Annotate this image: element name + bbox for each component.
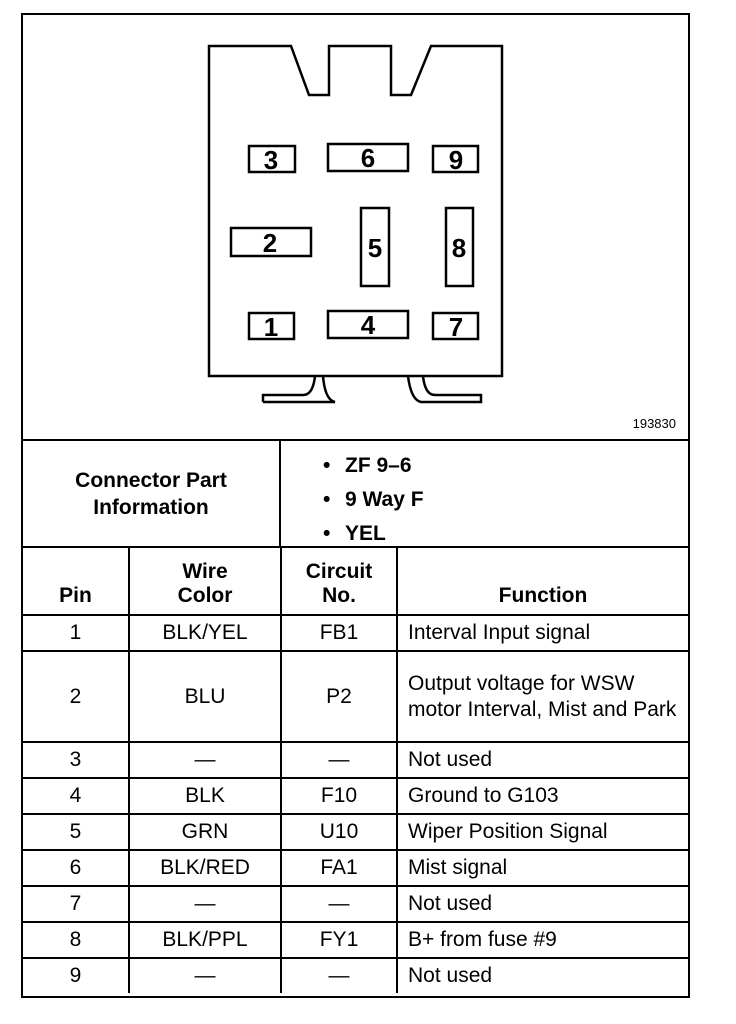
- cavity-4: [326, 309, 410, 340]
- connector-info-item: •YEL: [323, 522, 386, 545]
- diagram-frame: 3 6 9 2 5 8 1 4 7 193830 Connector Part …: [21, 13, 690, 998]
- cell-color: BLK/YEL: [128, 614, 282, 652]
- cell-circuit: FB1: [280, 614, 398, 652]
- cell-pin: 8: [23, 921, 130, 959]
- table-row: 5 GRN U10 Wiper Position Signal: [23, 813, 688, 851]
- latch-feet: [261, 375, 483, 404]
- table-row: 4 BLK F10 Ground to G103: [23, 777, 688, 815]
- pin-label-2: 2: [262, 228, 278, 258]
- table-row: 8 BLK/PPL FY1 B+ from fuse #9: [23, 921, 688, 959]
- cavity-3: [247, 144, 297, 174]
- cell-circuit: U10: [280, 813, 398, 851]
- cavity-1: [247, 311, 296, 341]
- cell-circuit: —: [280, 741, 398, 779]
- cavity-7: [431, 311, 480, 341]
- cavity-6: [326, 142, 410, 173]
- header-pin: Pin: [23, 548, 130, 616]
- pin-label-3: 3: [263, 145, 279, 175]
- cell-color: —: [128, 885, 282, 923]
- header-function: Function: [396, 548, 688, 616]
- connector-face-drawing: [207, 44, 504, 404]
- cell-function: Ground to G103: [396, 777, 688, 815]
- pin-label-8: 8: [451, 233, 467, 263]
- connector-info-section: Connector Part Information •ZF 9–6 •9 Wa…: [23, 439, 688, 548]
- cell-circuit: —: [280, 885, 398, 923]
- cell-function: Interval Input signal: [396, 614, 688, 652]
- connector-info-list: •ZF 9–6 •9 Way F •YEL: [323, 449, 424, 551]
- cell-pin: 5: [23, 813, 130, 851]
- cell-color: BLK/PPL: [128, 921, 282, 959]
- pinout-table: Pin Wire Color Circuit No. Function 1 BL…: [23, 548, 688, 993]
- cell-circuit: F10: [280, 777, 398, 815]
- pin-label-1: 1: [263, 312, 279, 342]
- table-row: 6 BLK/RED FA1 Mist signal: [23, 849, 688, 887]
- cell-color: GRN: [128, 813, 282, 851]
- cell-function: Not used: [396, 741, 688, 779]
- cell-pin: 1: [23, 614, 130, 652]
- cell-function: Wiper Position Signal: [396, 813, 688, 851]
- cell-circuit: FA1: [280, 849, 398, 887]
- table-row: 7 — — Not used: [23, 885, 688, 923]
- header-circuit: Circuit No.: [280, 548, 398, 616]
- connector-info-label: Connector Part Information: [23, 441, 281, 546]
- cavity-2: [229, 226, 313, 258]
- cell-function: Output voltage for WSW motor Interval, M…: [396, 650, 688, 743]
- cell-pin: 7: [23, 885, 130, 923]
- cell-circuit: P2: [280, 650, 398, 743]
- cell-color: BLK/RED: [128, 849, 282, 887]
- pin-label-4: 4: [360, 310, 376, 340]
- cell-color: BLU: [128, 650, 282, 743]
- pin-label-6: 6: [360, 143, 376, 173]
- figure-number: 193830: [632, 416, 676, 431]
- cell-color: BLK: [128, 777, 282, 815]
- header-wire-color: Wire Color: [128, 548, 282, 616]
- table-row: 9 — — Not used: [23, 957, 688, 993]
- cell-color: —: [128, 741, 282, 779]
- cell-function: Not used: [396, 885, 688, 923]
- cell-pin: 3: [23, 741, 130, 779]
- connector-diagram: 3 6 9 2 5 8 1 4 7 193830: [23, 15, 688, 439]
- cell-circuit: —: [280, 957, 398, 993]
- cavity-5: [359, 206, 391, 288]
- pin-label-5: 5: [367, 233, 383, 263]
- cell-function: Not used: [396, 957, 688, 993]
- cell-function: B+ from fuse #9: [396, 921, 688, 959]
- connector-info-item: •9 Way F: [323, 488, 424, 511]
- table-row: 2 BLU P2 Output voltage for WSW motor In…: [23, 650, 688, 743]
- pin-label-7: 7: [448, 312, 464, 342]
- cavity-9: [431, 144, 480, 174]
- table-row: 1 BLK/YEL FB1 Interval Input signal: [23, 614, 688, 652]
- pin-label-9: 9: [448, 145, 464, 175]
- table-header-row: Pin Wire Color Circuit No. Function: [23, 548, 688, 616]
- cell-pin: 9: [23, 957, 130, 993]
- table-row: 3 — — Not used: [23, 741, 688, 779]
- cell-pin: 6: [23, 849, 130, 887]
- cell-color: —: [128, 957, 282, 993]
- connector-housing: [207, 44, 504, 378]
- cell-pin: 4: [23, 777, 130, 815]
- connector-info-item: •ZF 9–6: [323, 454, 412, 477]
- cell-function: Mist signal: [396, 849, 688, 887]
- cell-circuit: FY1: [280, 921, 398, 959]
- cell-pin: 2: [23, 650, 130, 743]
- cavity-8: [444, 206, 475, 288]
